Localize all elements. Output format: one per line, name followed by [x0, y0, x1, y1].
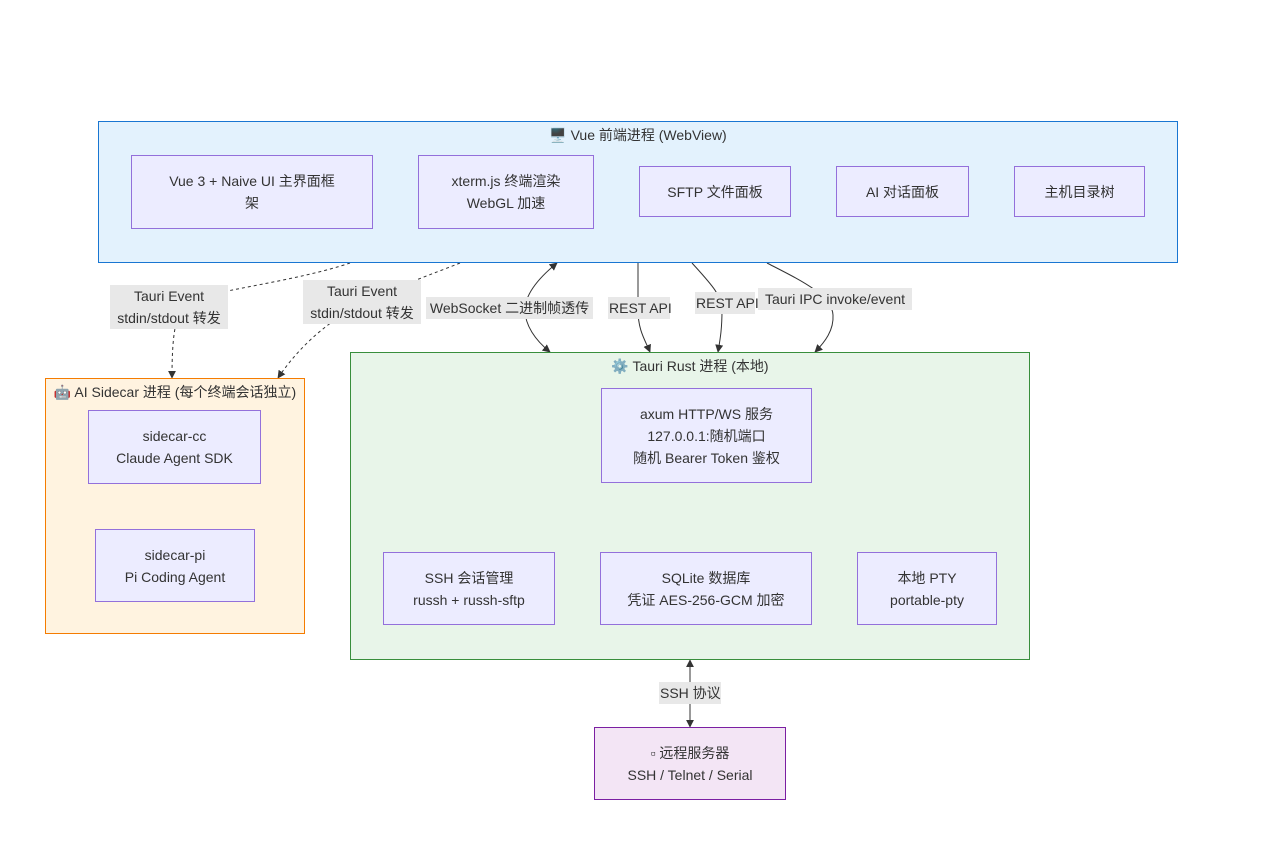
rust-group-label: Tauri Rust 进程 (本地) — [632, 358, 769, 374]
edge-label-tauri-event-2: Tauri Event stdin/stdout 转发 — [303, 280, 421, 324]
edge-label-ssh-protocol: SSH 协议 — [659, 682, 721, 704]
edge-label-tauri-ipc: Tauri IPC invoke/event — [758, 288, 912, 310]
remote-server-protocols: SSH / Telnet / Serial — [627, 766, 753, 783]
edge-label-rest-api-1: REST API — [608, 297, 672, 319]
sidecar-group-label: AI Sidecar 进程 (每个终端会话独立) — [74, 384, 297, 400]
node-remote-server[interactable]: ▫ 远程服务器 SSH / Telnet / Serial — [594, 727, 786, 800]
rust-group-title: ⚙️ Tauri Rust 进程 (本地) — [351, 356, 1029, 376]
node-local-pty[interactable]: 本地 PTY portable-pty — [857, 552, 997, 625]
frontend-group-label: Vue 前端进程 (WebView) — [570, 127, 727, 143]
node-sidecar-pi[interactable]: sidecar-pi Pi Coding Agent — [95, 529, 255, 602]
node-sqlite[interactable]: SQLite 数据库 凭证 AES-256-GCM 加密 — [600, 552, 812, 625]
gear-icon: ⚙️ — [611, 358, 629, 374]
sidecar-group-title: 🤖 AI Sidecar 进程 (每个终端会话独立) — [46, 382, 304, 402]
edge-label-rest-api-2: REST API — [695, 292, 759, 314]
node-ssh-session[interactable]: SSH 会话管理 russh + russh-sftp — [383, 552, 555, 625]
edge-label-websocket: WebSocket 二进制帧透传 — [426, 297, 593, 319]
frontend-group-title: 🖥️ Vue 前端进程 (WebView) — [99, 125, 1177, 145]
robot-icon: 🤖 — [53, 384, 72, 400]
edge-tauri-ipc — [766, 262, 834, 353]
node-vue-ui[interactable]: Vue 3 + Naive UI 主界面框 架 — [131, 155, 373, 229]
monitor-icon: 🖥️ — [549, 127, 567, 143]
node-host-tree[interactable]: 主机目录树 — [1014, 166, 1145, 217]
remote-server-title: 远程服务器 — [659, 744, 730, 761]
node-axum[interactable]: axum HTTP/WS 服务 127.0.0.1:随机端口 随机 Bearer… — [601, 388, 812, 483]
node-ai-panel[interactable]: AI 对话面板 — [836, 166, 969, 217]
node-xterm[interactable]: xterm.js 终端渲染 WebGL 加速 — [418, 155, 594, 229]
node-sidecar-cc[interactable]: sidecar-cc Claude Agent SDK — [88, 410, 261, 484]
server-icon: ▫ — [650, 744, 656, 761]
node-sftp-panel[interactable]: SFTP 文件面板 — [639, 166, 791, 217]
edge-label-tauri-event-1: Tauri Event stdin/stdout 转发 — [110, 285, 228, 329]
